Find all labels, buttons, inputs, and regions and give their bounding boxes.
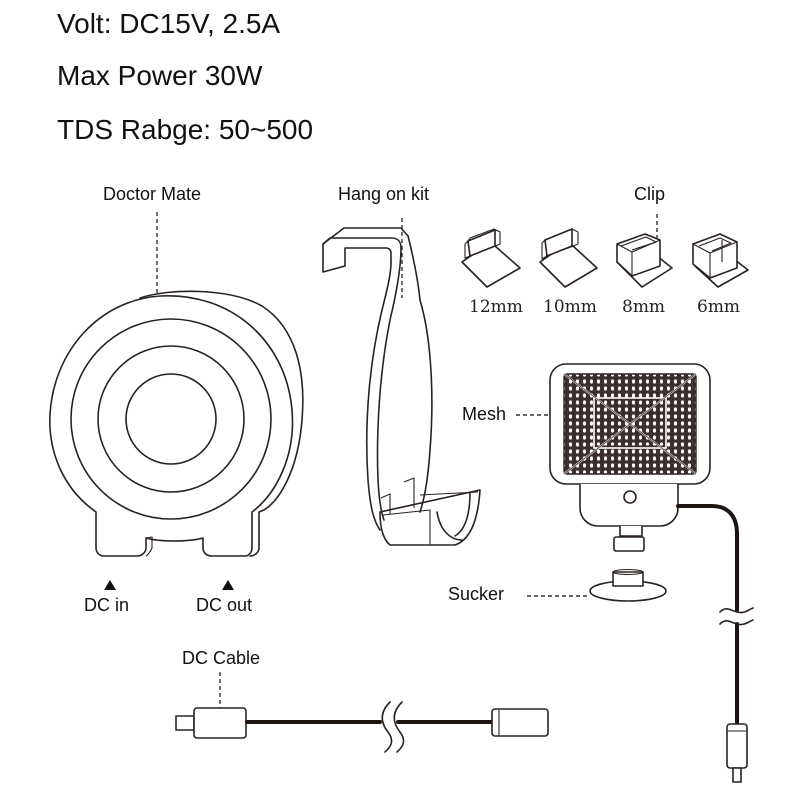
- clip-size-8mm: 8mm: [622, 297, 666, 317]
- dc-cable-socket: [491, 708, 549, 737]
- label-mesh: Mesh: [462, 404, 507, 424]
- dc-cable-break-mark-right: [393, 701, 405, 753]
- clip-group: [461, 214, 749, 288]
- dc-cable-break-mark-left: [381, 701, 393, 753]
- label-hang-on-kit: Hang on kit: [338, 184, 430, 204]
- spec-voltage: Volt: DC15V, 2.5A: [57, 8, 281, 39]
- cable-break-mark-bottom: [719, 619, 754, 626]
- label-clip: Clip: [634, 184, 666, 204]
- spec-tds-range: TDS Rabge: 50~500: [57, 114, 314, 145]
- clip-10mm-icon: [539, 228, 598, 288]
- clip-6mm-icon: [692, 233, 749, 288]
- label-sucker: Sucker: [448, 584, 505, 604]
- hang-on-kit: [322, 218, 481, 546]
- clip-size-10mm: 10mm: [543, 297, 597, 317]
- dc-cable-plug-tip: [175, 715, 195, 731]
- label-dc-in: DC in: [84, 595, 130, 615]
- dc-out-arrow-icon: [222, 580, 234, 590]
- dc-in-arrow-icon: [104, 580, 116, 590]
- sensor-head: [516, 363, 711, 552]
- label-doctor-mate: Doctor Mate: [103, 184, 202, 204]
- sensor-cable-plug-tip: [732, 767, 742, 783]
- cable-break-mark-top: [719, 607, 754, 614]
- clip-size-12mm: 12mm: [469, 297, 523, 317]
- sensor-cable: [676, 504, 754, 783]
- clip-size-6mm: 6mm: [697, 297, 741, 317]
- dc-cable-plug: [193, 707, 247, 739]
- label-dc-cable: DC Cable: [182, 648, 261, 668]
- sucker: [527, 568, 667, 602]
- clip-12mm-icon: [461, 228, 521, 288]
- doctor-mate-unit: [49, 212, 304, 557]
- clip-8mm-icon: [616, 233, 673, 288]
- spec-max-power: Max Power 30W: [57, 60, 263, 91]
- label-dc-out: DC out: [196, 595, 253, 615]
- dc-cable: [175, 672, 549, 753]
